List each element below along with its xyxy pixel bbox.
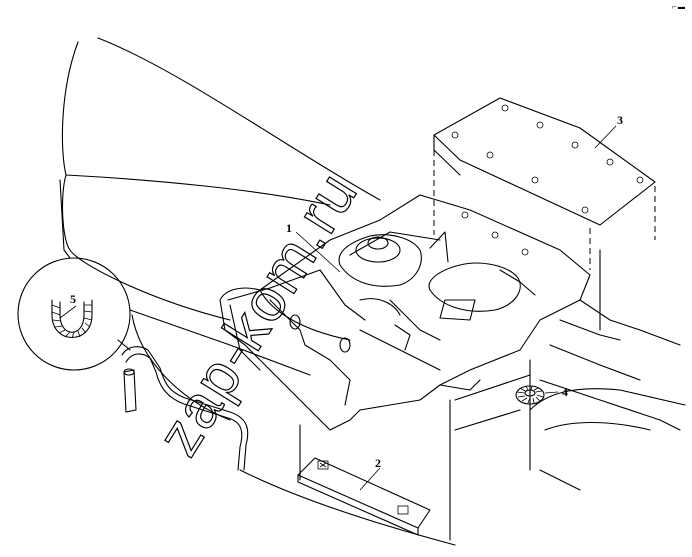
- callout-5-label: 5: [70, 292, 76, 306]
- callout-4-label: 4: [562, 385, 568, 399]
- part-4-washer: [515, 385, 545, 405]
- part-3-plate: [433, 97, 656, 270]
- callout-3-label: 3: [617, 113, 623, 127]
- part-2-strip: [297, 457, 431, 536]
- lower-body-frame: [239, 249, 686, 546]
- corner-mark: ⌐ ▬: [672, 4, 685, 11]
- hose-pipe: [121, 346, 249, 471]
- hood-outline: [59, 37, 381, 421]
- part-1-panel: [219, 194, 591, 431]
- part-5-detail-circle: [17, 257, 131, 371]
- callout-leaders: [59, 125, 617, 491]
- watermark-text: zap-kom.ru: [144, 160, 370, 467]
- callout-2-label: 2: [375, 456, 381, 470]
- callout-1-label: 1: [286, 221, 292, 235]
